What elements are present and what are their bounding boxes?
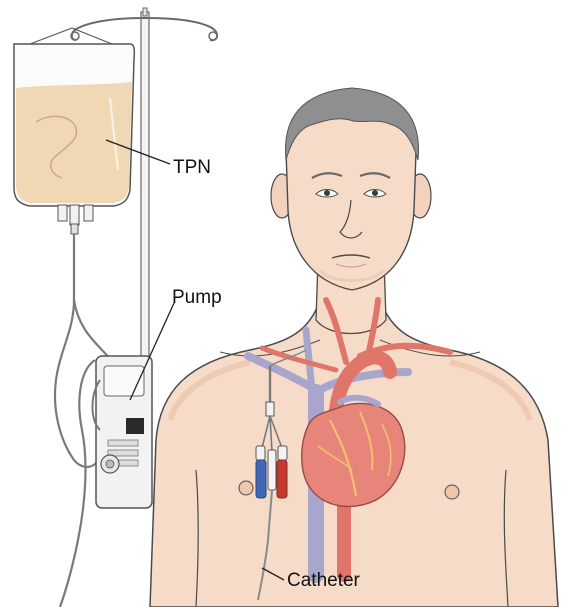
infusion-pump [93,356,153,508]
tpn-bag [14,28,134,234]
head [271,88,431,290]
tpn-label: TPN [173,158,211,177]
pump-label: Pump [172,288,222,307]
catheter-label: Catheter [287,571,360,590]
